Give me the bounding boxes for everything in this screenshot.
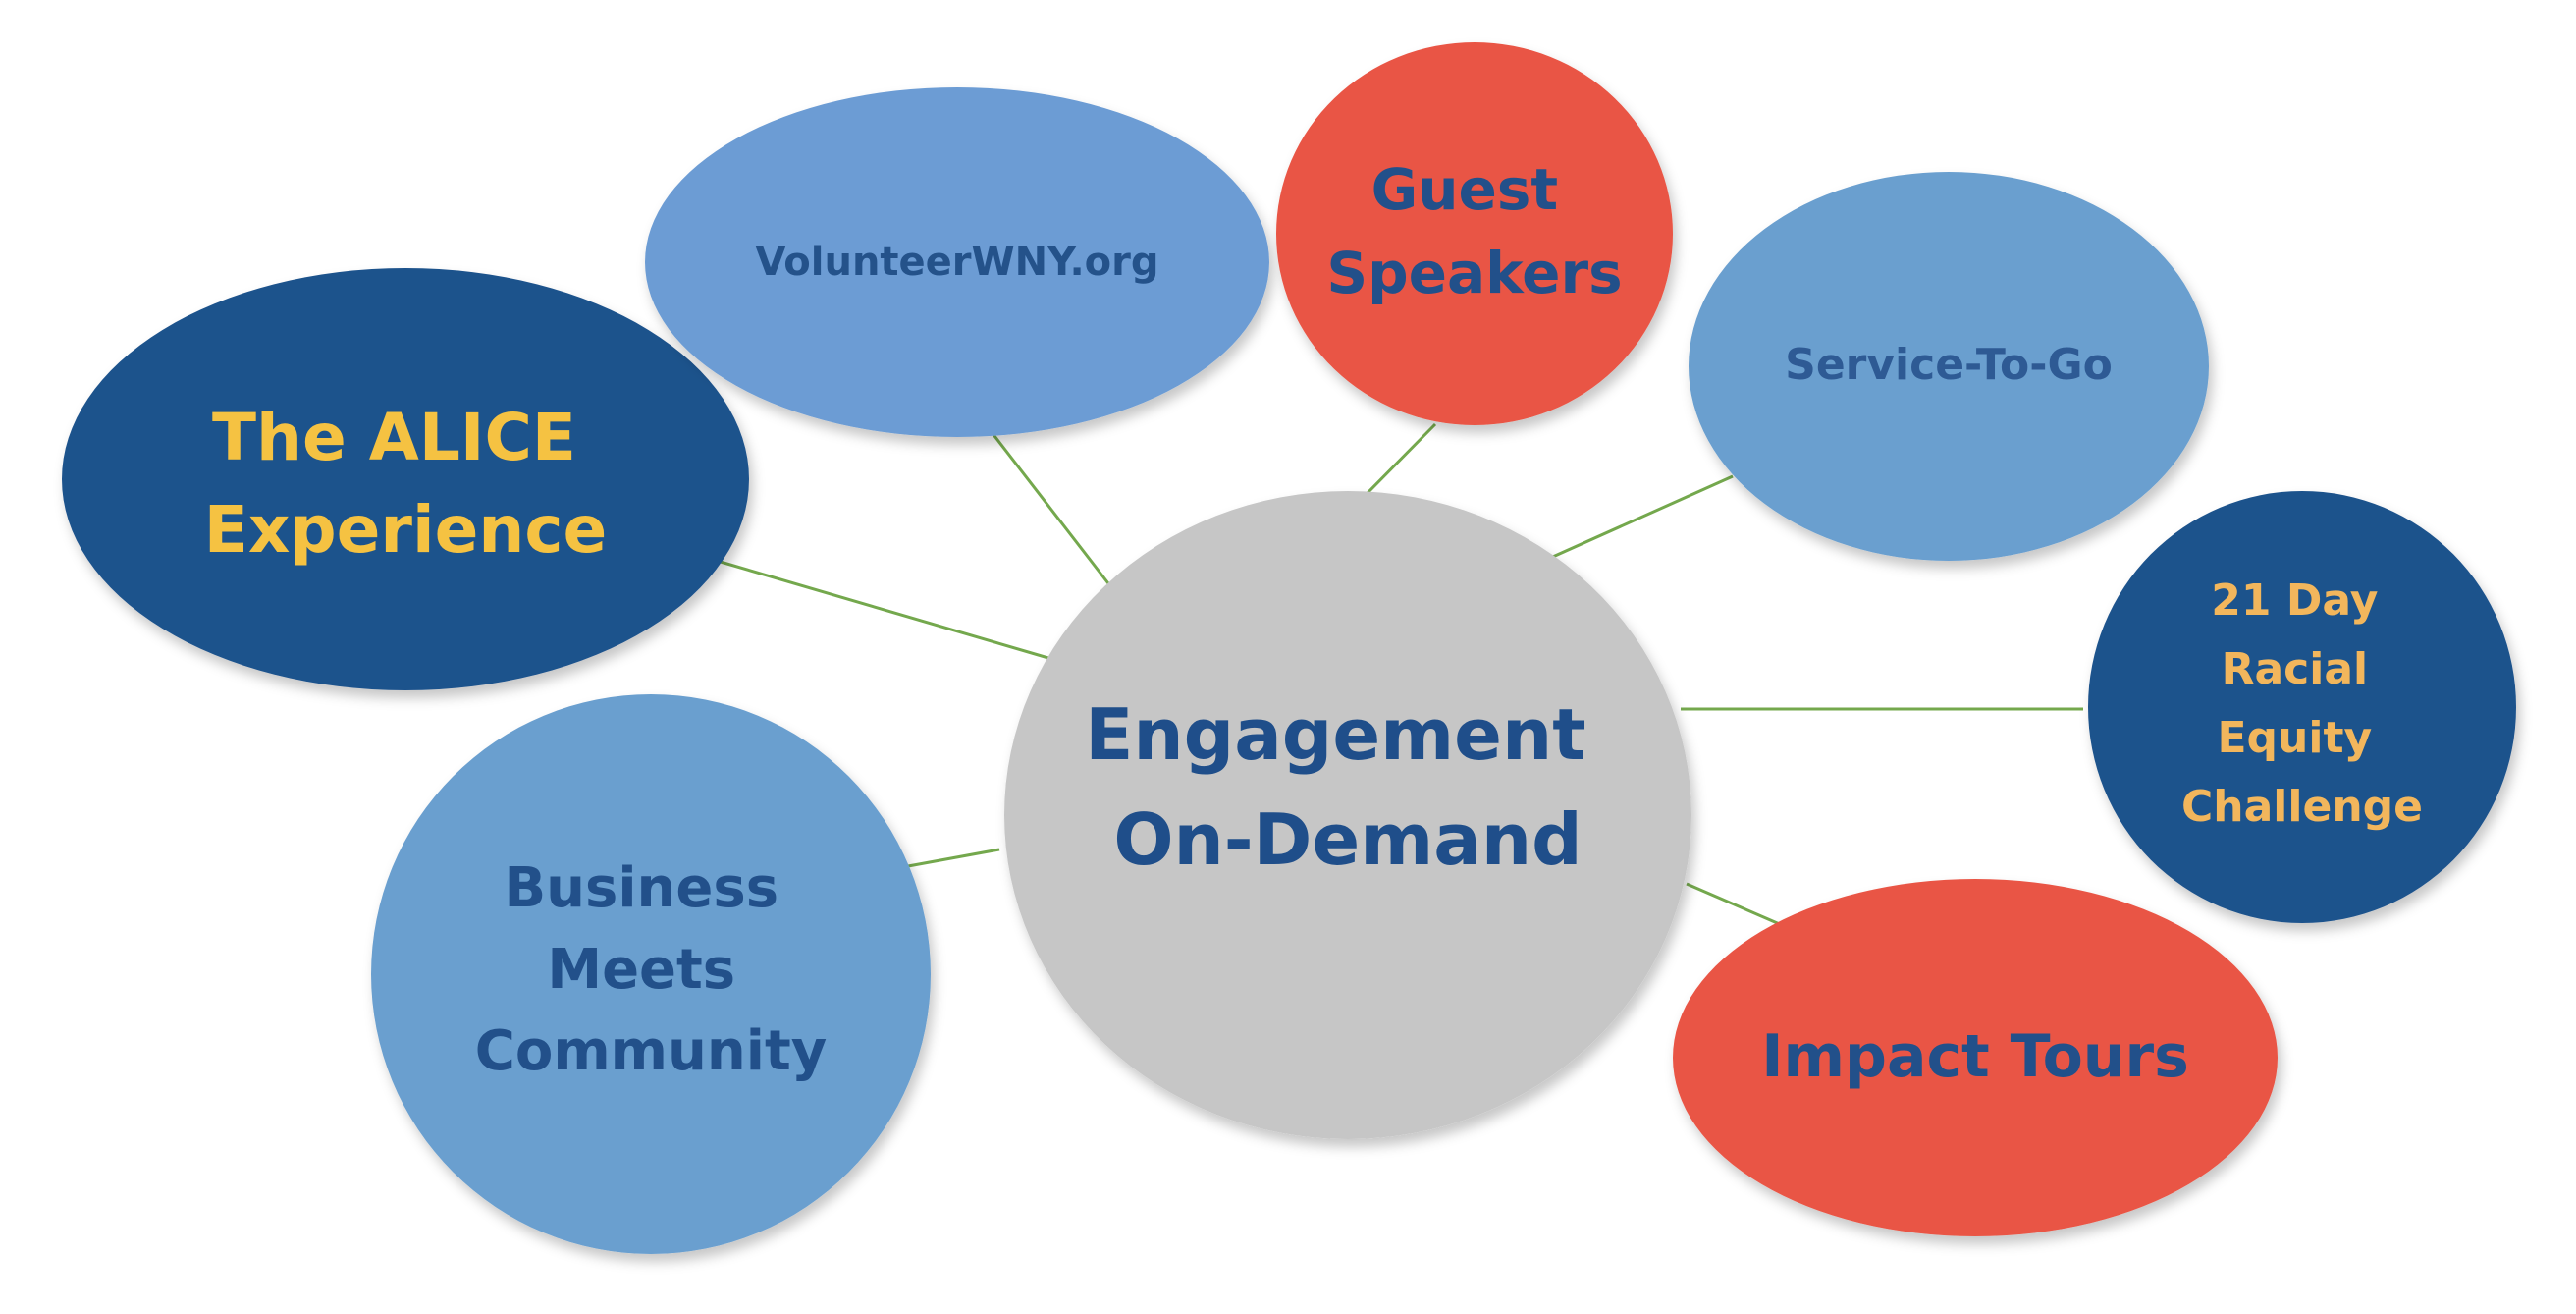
center-node-shape [1004, 491, 1691, 1139]
node-label-line: VolunteerWNY.org [756, 240, 1159, 285]
node-business-meets-community-shape [371, 694, 931, 1254]
node-label-line: Impact Tours [1761, 1022, 2189, 1091]
center-node: Engagement On-Demand [1004, 491, 1691, 1139]
center-node-line: On-Demand [1113, 798, 1582, 881]
node-alice-experience-shape [62, 268, 749, 690]
node-service-to-go-shape [1689, 172, 2209, 561]
node-impact-tours: Impact Tours [1673, 879, 2278, 1236]
node-guest-speakers-label: Guest Speakers [1326, 156, 1622, 306]
node-label-line: Guest [1371, 156, 1558, 223]
node-label-line: Meets [547, 938, 735, 1002]
node-impact-tours-label: Impact Tours [1761, 1022, 2189, 1091]
node-guest-speakers-shape [1276, 42, 1673, 425]
node-label-line: Experience [204, 492, 607, 568]
connector-guest-speakers [1363, 422, 1437, 498]
connector-alice-experience [706, 556, 1066, 665]
center-node-line: Engagement [1085, 693, 1585, 776]
node-label-line: Challenge [2181, 782, 2423, 832]
node-guest-speakers: Guest Speakers [1276, 42, 1673, 425]
node-label-line: Speakers [1326, 240, 1622, 306]
node-label-line: The ALICE [212, 400, 576, 475]
node-business-meets-community-label: Business Meets Community [475, 856, 827, 1083]
node-volunteerwny-label: VolunteerWNY.org [756, 240, 1159, 285]
node-label-line: 21 Day [2211, 575, 2378, 626]
connector-volunteerwny [990, 431, 1113, 588]
node-volunteerwny: VolunteerWNY.org [645, 87, 1269, 437]
node-impact-tours-shape [1673, 879, 2278, 1236]
node-service-to-go: Service-To-Go [1689, 172, 2209, 561]
node-label-line: Equity [2217, 713, 2372, 763]
center-node-label: Engagement On-Demand [1085, 693, 1611, 881]
node-label-line: Community [475, 1019, 827, 1083]
node-volunteerwny-shape [645, 87, 1269, 437]
node-racial-equity-challenge-label: 21 Day Racial Equity Challenge [2181, 575, 2423, 832]
node-racial-equity-challenge: 21 Day Racial Equity Challenge [2088, 491, 2516, 923]
node-label-line: Racial [2222, 644, 2369, 694]
node-alice-experience: The ALICE Experience [62, 268, 749, 690]
connector-business-meets-community [907, 848, 1000, 868]
node-alice-experience-label: The ALICE Experience [204, 400, 607, 568]
node-racial-equity-challenge-shape [2088, 491, 2516, 923]
connector-impact-tours [1686, 882, 1783, 927]
node-label-line: Service-To-Go [1785, 340, 2113, 390]
node-business-meets-community: Business Meets Community [371, 694, 931, 1254]
connector-service-to-go [1545, 474, 1734, 562]
connectors [706, 422, 2083, 927]
node-label-line: Business [504, 856, 778, 920]
node-service-to-go-label: Service-To-Go [1785, 340, 2113, 390]
